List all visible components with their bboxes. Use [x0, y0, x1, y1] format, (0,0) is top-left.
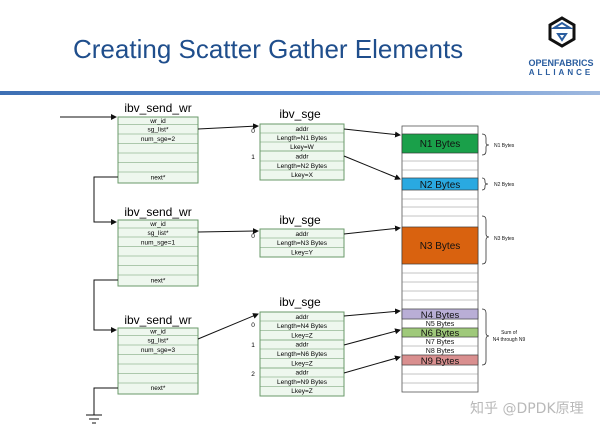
send-wr-1-field-next: next* [151, 175, 166, 182]
sge-2-0-length: Length=N3 Bytes [277, 240, 328, 247]
sge-group-3-header: ibv_sge [279, 295, 321, 309]
brace-n2-label: N2 Bytes [494, 182, 515, 188]
sge-1-0-addr: addr [295, 126, 309, 133]
memory-buffer: N1 Bytes N2 Bytes N3 Bytes N4 Bytes N5 B… [401, 125, 479, 393]
brace-n3 [481, 215, 490, 265]
send-wr-1-field-num-sge: num_sge=2 [141, 136, 176, 143]
send-wr-3-field-sg-list: sg_list* [148, 338, 169, 345]
title-divider [0, 91, 600, 95]
send-wr-3-field-next: next* [151, 385, 166, 392]
brace-n1 [481, 133, 490, 156]
mem-block-n9-label: N9 Bytes [421, 356, 460, 367]
sge-3-2-length: Length=N9 Bytes [277, 379, 328, 386]
watermark: 知乎 @DPDK原理 [470, 401, 584, 417]
sge-3-1-lkey: Lkey=Z [291, 361, 313, 368]
send-wr-2-header: ibv_send_wr [124, 205, 191, 219]
brace-n2 [481, 177, 489, 191]
mem-block-n6-label: N6 Bytes [421, 328, 460, 339]
send-wr-1-field-wr-id: wr_id [149, 118, 166, 125]
slide-title: Creating Scatter Gather Elements [73, 34, 464, 64]
sge-1-1-index: 1 [251, 154, 255, 161]
sge-group-2-header: ibv_sge [279, 213, 321, 227]
sge-3-0-addr: addr [295, 314, 309, 321]
sge-3-1-addr: addr [295, 342, 309, 349]
sge-2-0-lkey: Lkey=Y [291, 250, 314, 257]
brace-n1-label: N1 Bytes [494, 143, 515, 149]
wr-chain-connectors [60, 114, 118, 424]
sge-2-0-index: 0 [251, 233, 255, 240]
mem-block-n4-label: N4 Bytes [421, 310, 460, 321]
sge-group-1: ibv_sge 0 addr Length=N1 Bytes Lkey=W 1 … [251, 107, 345, 181]
send-wr-3: ibv_send_wr wr_id sg_list* num_sge=3 nex… [117, 313, 199, 395]
sge-3-0-length: Length=N4 Bytes [277, 323, 328, 330]
sge-3-2-addr: addr [295, 370, 309, 377]
send-wr-2-field-num-sge: num_sge=1 [141, 240, 176, 247]
sge-3-2-index: 2 [251, 371, 255, 378]
send-wr-1-header: ibv_send_wr [124, 101, 191, 115]
send-wr-2: ibv_send_wr wr_id sg_list* num_sge=1 nex… [117, 205, 199, 287]
send-wr-3-field-num-sge: num_sge=3 [141, 347, 176, 354]
sge-3-1-length: Length=N6 Bytes [277, 351, 328, 358]
mem-block-n2-label: N2 Bytes [420, 180, 461, 191]
brace-n3-label: N3 Bytes [494, 236, 515, 242]
sge-3-0-index: 0 [251, 322, 255, 329]
send-wr-1-field-sg-list: sg_list* [148, 127, 169, 134]
sge-3-0-lkey: Lkey=Z [291, 333, 313, 340]
send-wr-2-field-wr-id: wr_id [149, 221, 166, 228]
mem-block-n5-label: N5 Bytes [426, 321, 455, 328]
mem-block-n2 [401, 177, 479, 191]
sge-1-1-length: Length=N2 Bytes [277, 163, 328, 170]
logo-line-2: ALLIANCE [528, 68, 594, 77]
mem-block-n3-label: N3 Bytes [420, 241, 461, 252]
sge-1-1-addr: addr [295, 154, 309, 161]
openfabrics-logo-icon [548, 16, 576, 48]
sge-group-3: ibv_sge 0 addr Length=N4 Bytes Lkey=Z 1 … [251, 295, 345, 397]
brace-sum-label-2: N4 through N9 [493, 337, 526, 343]
send-wr-3-header: ibv_send_wr [124, 313, 191, 327]
addr-connectors [343, 128, 401, 374]
brace-sum [481, 308, 490, 366]
mem-block-n4 [401, 308, 479, 320]
logo-line-1: OPENFABRICS [528, 58, 594, 68]
send-wr-2-field-sg-list: sg_list* [148, 230, 169, 237]
send-wr-1: ibv_send_wr wr_id sg_list* num_sge=2 nex… [117, 101, 199, 184]
sge-3-1-index: 1 [251, 342, 255, 349]
sge-1-0-length: Length=N1 Bytes [277, 135, 328, 142]
sge-1-0-index: 0 [251, 128, 255, 135]
mem-block-n1-label: N1 Bytes [420, 139, 461, 150]
sge-3-2-lkey: Lkey=Z [291, 388, 313, 395]
mem-block-n6 [401, 327, 479, 338]
sge-group-1-header: ibv_sge [279, 107, 321, 121]
mem-block-n3 [401, 226, 479, 265]
sg-list-connectors [197, 123, 259, 340]
mem-block-n8-label: N8 Bytes [426, 348, 455, 355]
mem-block-n1 [401, 133, 479, 154]
sge-2-0-addr: addr [295, 231, 309, 238]
mem-block-n7-label: N7 Bytes [426, 339, 455, 346]
send-wr-3-field-wr-id: wr_id [149, 329, 166, 336]
brace-sum-label-1: Sum of [501, 330, 517, 336]
sge-1-1-lkey: Lkey=X [291, 172, 314, 179]
mem-block-n9 [401, 354, 479, 366]
logo-wordmark: OPENFABRICS ALLIANCE [526, 58, 596, 78]
braces [481, 133, 490, 366]
send-wr-2-field-next: next* [151, 278, 166, 285]
sge-group-2: ibv_sge 0 addr Length=N3 Bytes Lkey=Y [251, 213, 345, 258]
sge-1-0-lkey: Lkey=W [290, 144, 315, 151]
